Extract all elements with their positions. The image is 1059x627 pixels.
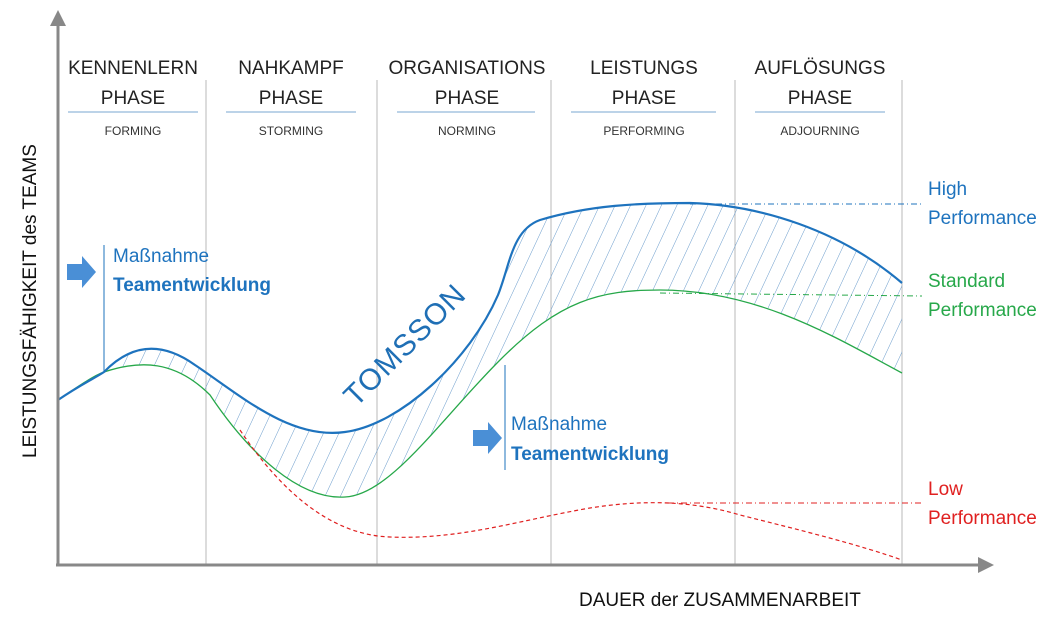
standard-performance-curve xyxy=(57,289,903,498)
phase-header-performing: LEISTUNGS PHASE PERFORMING xyxy=(571,58,716,138)
phase-title-line1: AUFLÖSUNGS xyxy=(755,58,886,79)
phase-header-adjourning: AUFLÖSUNGS PHASE ADJOURNING xyxy=(755,58,886,138)
arrow-right-icon xyxy=(473,422,502,454)
phase-header-norming: ORGANISATIONS PHASE NORMING xyxy=(389,58,546,138)
phase-subtitle: PERFORMING xyxy=(603,124,684,138)
measure-title: Teamentwicklung xyxy=(113,275,271,296)
measure-annotation-2: Maßnahme Teamentwicklung xyxy=(473,414,669,465)
phase-title-line2: PHASE xyxy=(259,88,323,109)
low-performance-label: Low xyxy=(928,479,963,500)
phase-title-line1: KENNENLERN xyxy=(68,58,198,79)
axes xyxy=(50,10,994,573)
standard-performance-label-2: Performance xyxy=(928,300,1037,321)
y-axis-label: LEISTUNGSFÄHIGKEIT des TEAMS xyxy=(20,144,41,458)
phase-title-line2: PHASE xyxy=(612,88,676,109)
high-performance-label-2: Performance xyxy=(928,208,1037,229)
phase-title-line2: PHASE xyxy=(101,88,165,109)
phase-subtitle: NORMING xyxy=(438,124,496,138)
reference-lines xyxy=(659,203,923,504)
phase-header-forming: KENNENLERN PHASE FORMING xyxy=(68,58,198,138)
y-axis-arrow-icon xyxy=(50,10,66,26)
phase-dividers xyxy=(205,80,903,565)
phase-subtitle: ADJOURNING xyxy=(780,124,859,138)
measure-label: Maßnahme xyxy=(511,414,607,435)
phase-title-line2: PHASE xyxy=(435,88,499,109)
low-performance-label-2: Performance xyxy=(928,508,1037,529)
phase-title-line1: LEISTUNGS xyxy=(590,58,698,79)
phase-subtitle: STORMING xyxy=(259,124,323,138)
measure-title: Teamentwicklung xyxy=(511,444,669,465)
phase-title-line1: NAHKAMPF xyxy=(238,58,344,79)
performance-labels: High Performance Standard Performance Lo… xyxy=(928,179,1037,529)
performance-gap-area xyxy=(104,203,902,498)
measure-label: Maßnahme xyxy=(113,246,209,267)
measure-annotation-1: Maßnahme Teamentwicklung xyxy=(67,246,271,296)
high-performance-label: High xyxy=(928,179,967,200)
phase-title-line2: PHASE xyxy=(788,88,852,109)
standard-performance-label: Standard xyxy=(928,271,1005,292)
phase-headers: KENNENLERN PHASE FORMING NAHKAMPF PHASE … xyxy=(68,58,885,138)
phase-subtitle: FORMING xyxy=(105,124,162,138)
high-performance-curve xyxy=(57,201,903,435)
low-performance-curve xyxy=(239,429,903,561)
x-axis-arrow-icon xyxy=(978,557,994,573)
phase-title-line1: ORGANISATIONS xyxy=(389,58,546,79)
phase-header-storming: NAHKAMPF PHASE STORMING xyxy=(226,58,356,138)
x-axis-label: DAUER der ZUSAMMENARBEIT xyxy=(579,590,861,611)
arrow-right-icon xyxy=(67,256,96,288)
measure-markers xyxy=(103,245,506,470)
